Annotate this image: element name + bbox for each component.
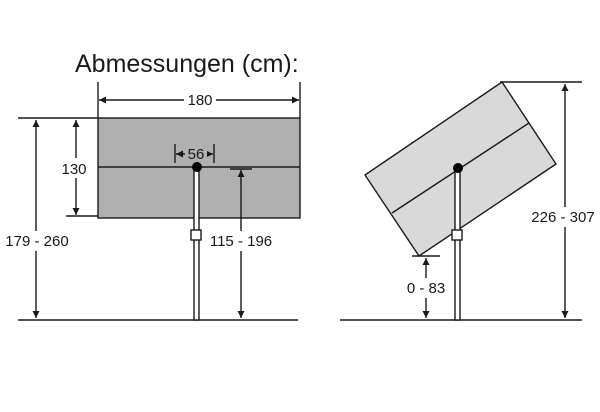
pole-clamp-front bbox=[190, 229, 202, 241]
width-label: 180 bbox=[187, 92, 212, 109]
pole-tilted bbox=[454, 167, 461, 321]
clearance-label: 0 - 83 bbox=[407, 280, 445, 297]
total-height-label: 179 - 260 bbox=[5, 233, 68, 250]
pole-clamp-tilted bbox=[451, 229, 463, 241]
pivot-joint-front bbox=[192, 162, 202, 172]
diagram-title: Abmessungen (cm): bbox=[75, 50, 299, 78]
tilted-height-label: 226 - 307 bbox=[531, 209, 594, 226]
panel-height-label: 130 bbox=[61, 161, 86, 178]
pole-height-label: 115 - 196 bbox=[210, 233, 272, 250]
pivot-joint-tilted bbox=[453, 163, 463, 173]
pole-offset-label: 56 bbox=[188, 146, 205, 163]
pole-front bbox=[193, 166, 200, 321]
